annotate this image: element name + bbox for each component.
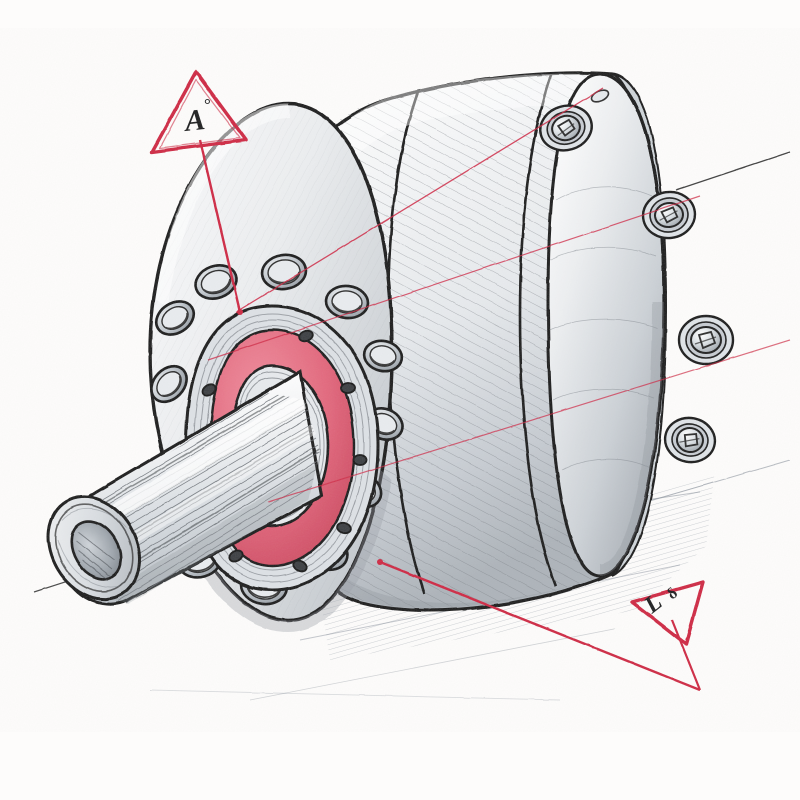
through-hole xyxy=(154,300,196,336)
leader-line-a xyxy=(198,139,243,315)
marker-a-label: A xyxy=(181,103,206,138)
through-hole xyxy=(194,264,238,300)
socket-bolt xyxy=(677,314,735,366)
through-hole xyxy=(362,339,404,373)
marker-a-superscript: ° xyxy=(204,95,211,114)
socket-bolt xyxy=(663,416,717,464)
through-hole xyxy=(150,364,188,404)
leader-line-b xyxy=(377,559,702,692)
construction-lines xyxy=(207,87,791,503)
marker-a[interactable]: A ° xyxy=(150,70,248,154)
through-hole xyxy=(260,253,308,291)
socket-bolt xyxy=(539,104,593,152)
splined-output-shaft xyxy=(47,369,324,606)
shaft-end-face xyxy=(47,495,141,601)
